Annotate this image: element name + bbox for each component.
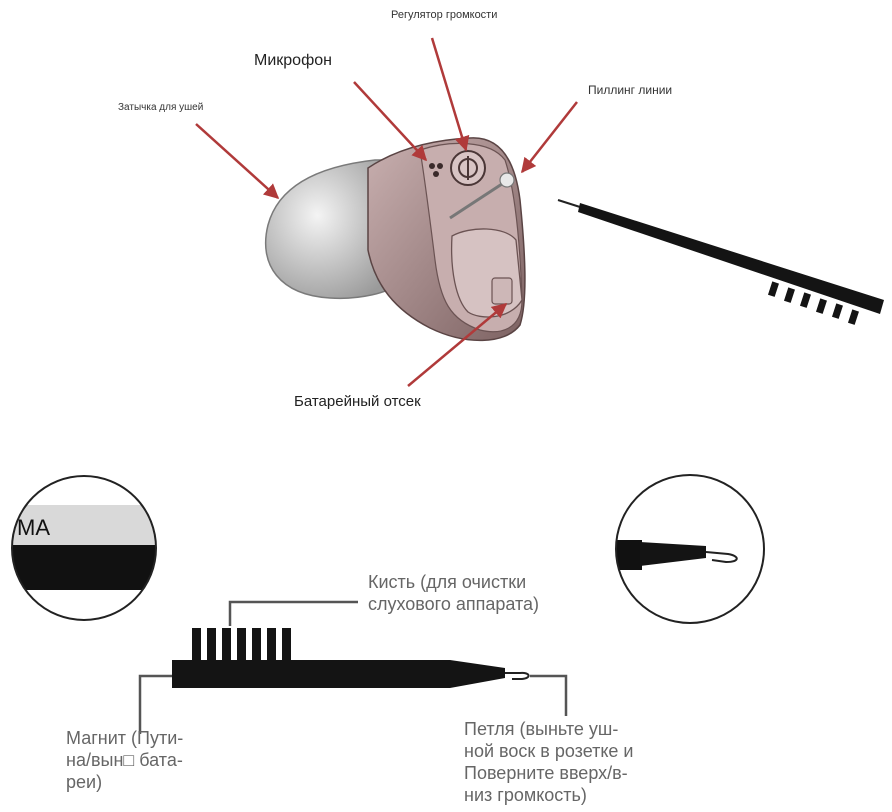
cleaning-tool-large-icon	[172, 628, 530, 688]
callout-brush	[228, 600, 358, 626]
label-brush: Кисть (для очистки слухового аппарата)	[368, 572, 540, 614]
pulling-line-icon	[449, 172, 515, 220]
arrow-battery	[407, 303, 508, 387]
callout-loop	[530, 674, 568, 716]
arrow-pulling-line	[521, 101, 578, 174]
label-magnet: Магнит (Пути- на/вын□ бата- реи)	[66, 728, 184, 792]
arrow-ear-plug	[195, 123, 280, 200]
arrow-microphone	[353, 81, 428, 162]
label-microphone: Микрофон	[254, 52, 332, 69]
arrows	[195, 37, 578, 387]
label-loop: Петля (выньте уш- ной воск в розетке и П…	[464, 719, 634, 805]
ear-tip-icon	[264, 159, 396, 300]
callout-lines	[138, 600, 568, 734]
label-volume-control: Регулятор громкости	[391, 9, 498, 21]
arrow-volume	[430, 37, 470, 152]
volume-dial-icon	[450, 150, 486, 186]
callout-magnet	[138, 674, 172, 734]
battery-door-icon	[450, 228, 523, 318]
label-ear-plug: Затычка для ушей	[118, 102, 204, 113]
label-pulling-line: Пиллинг линии	[588, 83, 673, 97]
magnifier-left	[11, 475, 157, 621]
magnifier-right	[615, 474, 765, 624]
cleaning-tool-small-icon	[557, 199, 884, 325]
label-battery-compartment: Батарейный отсек	[294, 393, 421, 410]
magnifier-text: MA	[17, 515, 50, 540]
